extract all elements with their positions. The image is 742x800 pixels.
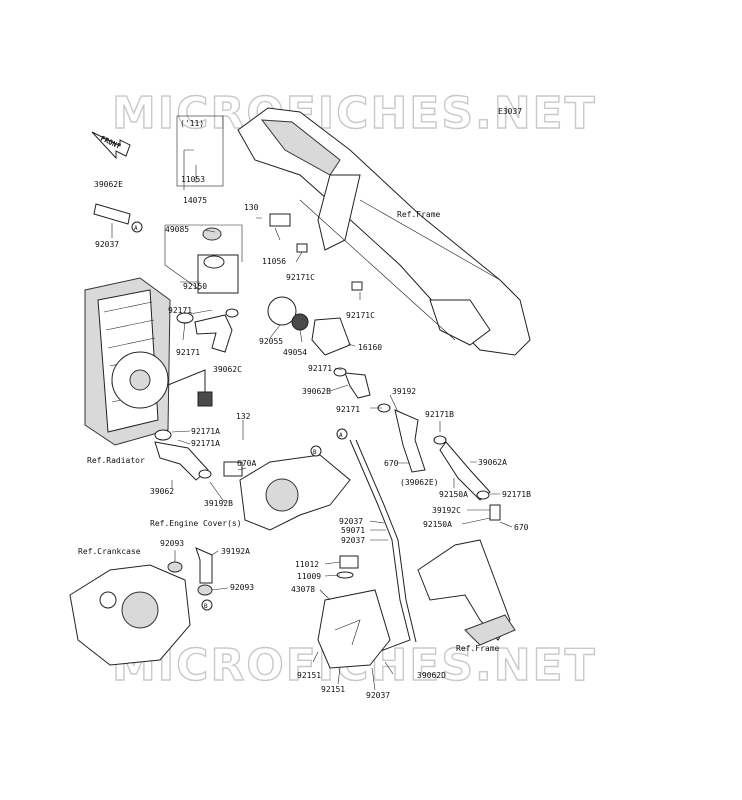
label-92151-b: 92151 xyxy=(321,685,345,694)
label-ref-A1: A xyxy=(134,225,138,232)
label-39062A: 39062A xyxy=(478,458,507,467)
reference-markers xyxy=(131,221,348,611)
engine-cover xyxy=(223,454,351,531)
label-92037-a: 92037 xyxy=(95,240,119,249)
label-92151-a: 92151 xyxy=(297,671,321,680)
main-frame xyxy=(237,107,531,356)
label-39062: 39062 xyxy=(150,487,174,496)
label-92171B-2: 92171B xyxy=(502,490,531,499)
label-92093-a: 92093 xyxy=(160,539,184,548)
label-49085: 49085 xyxy=(165,225,189,234)
label-11053: 11053 xyxy=(181,175,205,184)
label-39062B: 39062B xyxy=(302,387,331,396)
part-labels: E3037 ('11) 11053 39062E 14075 92037 A 4… xyxy=(78,107,531,700)
label-ref-B2: B xyxy=(204,603,208,610)
crankcase xyxy=(69,564,191,666)
radiator xyxy=(84,277,213,446)
inset-box xyxy=(176,115,224,187)
label-92055: 92055 xyxy=(259,337,283,346)
label-670A: 670A xyxy=(237,459,256,468)
label-39062E: 39062E xyxy=(94,180,123,189)
label-39192A: 39192A xyxy=(221,547,250,556)
label-92037-d: 92037 xyxy=(366,691,390,700)
hoses xyxy=(93,203,491,656)
label-130: 130 xyxy=(244,203,259,212)
label-92171A-2: 92171A xyxy=(191,439,220,448)
label-92093-b: 92093 xyxy=(230,583,254,592)
label-92150A-1: 92150A xyxy=(439,490,468,499)
label-670-b: 670 xyxy=(384,459,399,468)
label-92037-b: 92037 xyxy=(339,517,363,526)
diagram-code: E3037 xyxy=(498,107,522,116)
label-670-c: 670 xyxy=(514,523,529,532)
label-ref-crankcase: Ref.Crankcase xyxy=(78,547,141,556)
label-92171A-1: 92171A xyxy=(191,427,220,436)
lower-frame xyxy=(417,504,516,646)
label-92171-d: 92171 xyxy=(336,405,360,414)
label-92150A-2: 92150A xyxy=(423,520,452,529)
label-39062D: 39062D xyxy=(417,671,446,680)
label-ref-frame-1: Ref.Frame xyxy=(397,210,441,219)
label-39062C: 39062C xyxy=(213,365,242,374)
label-ref-engine-cover: Ref.Engine Cover(s) xyxy=(150,519,242,528)
clamps xyxy=(154,243,490,596)
watermark-top: MICROFICHES.NET xyxy=(112,88,597,139)
label-11012: 11012 xyxy=(295,560,319,569)
label-39062E-paren: (39062E) xyxy=(400,478,439,487)
label-ref-B1: B xyxy=(313,449,317,456)
label-ref-A2: A xyxy=(339,432,343,439)
label-49054: 49054 xyxy=(283,348,307,357)
thermostat-housing xyxy=(197,213,351,356)
leader-lines xyxy=(111,149,513,691)
label-92171C-1: 92171C xyxy=(286,273,315,282)
reservoir-tank xyxy=(317,555,391,669)
label-92171-a: 92171 xyxy=(168,306,192,315)
label-59071: 59071 xyxy=(341,526,365,535)
label-16160: 16160 xyxy=(358,343,382,352)
label-92037-c: 92037 xyxy=(341,536,365,545)
label-92150: 92150 xyxy=(183,282,207,291)
label-11009: 11009 xyxy=(297,572,321,581)
label-39192: 39192 xyxy=(392,387,416,396)
label-92171C-2: 92171C xyxy=(346,311,375,320)
label-39192B: 39192B xyxy=(204,499,233,508)
label-43078: 43078 xyxy=(291,585,315,594)
label-132: 132 xyxy=(236,412,251,421)
label-92171-c: 92171 xyxy=(308,364,332,373)
label-ref-frame-2: Ref.Frame xyxy=(456,644,500,653)
label-92171-b: 92171 xyxy=(176,348,200,357)
label-ref-radiator: Ref.Radiator xyxy=(87,456,145,465)
label-14075: 14075 xyxy=(183,196,207,205)
label-92171B-1: 92171B xyxy=(425,410,454,419)
label-39192C: 39192C xyxy=(432,506,461,515)
label-year-11: ('11) xyxy=(180,119,204,128)
label-11056: 11056 xyxy=(262,257,286,266)
